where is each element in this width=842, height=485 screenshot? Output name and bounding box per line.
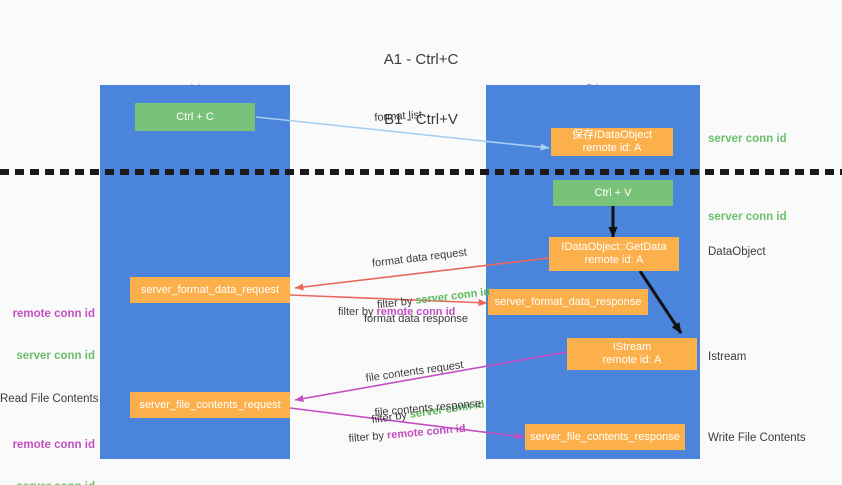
right-label-server-conn-id-mid: server conn id <box>708 211 787 223</box>
left-label-remote-conn-id-1: remote conn id <box>12 308 95 320</box>
right-label-data-object: DataObject <box>708 246 766 258</box>
edge-label-fdres-filter-value: remote conn id <box>376 306 456 318</box>
node-save-idataobject-line1: 保存IDataObject <box>571 129 653 141</box>
node-server-file-contents-request-label: server_file_contents_request <box>139 398 281 411</box>
node-ctrl-v-label: Ctrl + V <box>594 186 632 199</box>
edge-label-format-data-request-title: format data request <box>371 246 468 270</box>
left-label-conn-ids-file: remote conn id server conn id <box>0 410 95 485</box>
edge-label-file-contents-request-title: file contents request <box>365 359 465 385</box>
node-save-idataobject-line2: remote id: A <box>582 142 642 154</box>
left-label-remote-conn-id-2: remote conn id <box>12 439 95 451</box>
node-ctrl-c-label: Ctrl + C <box>176 110 214 123</box>
node-idataobject-getdata[interactable]: IDataObject::GetData remote id: A <box>549 237 679 271</box>
node-server-file-contents-response[interactable]: server_file_contents_response <box>525 424 685 450</box>
node-istream[interactable]: IStream remote id: A <box>567 338 697 370</box>
node-ctrl-v[interactable]: Ctrl + V <box>553 180 673 206</box>
left-label-server-conn-id-1: server conn id <box>16 350 95 362</box>
node-server-format-data-request-label: server_format_data_request <box>140 283 280 296</box>
node-server-file-contents-response-label: server_file_contents_response <box>530 430 680 443</box>
edge-label-fdres-filter-prefix: filter by <box>338 306 377 318</box>
left-label-read-file-contents: Read File Contents <box>0 393 99 405</box>
edge-label-format-list: format list <box>374 109 423 124</box>
node-istream-line2: remote id: A <box>602 354 662 366</box>
title-line-1: A1 - Ctrl+C <box>383 51 459 68</box>
edge-label-format-data-response: format data response <box>364 284 468 354</box>
node-server-format-data-response-label: server_format_data_response <box>494 295 642 308</box>
node-getdata-line2: remote id: A <box>584 254 644 266</box>
edge-label-fcres-filter-prefix: filter by <box>348 429 388 445</box>
left-label-conn-ids-format: remote conn id server conn id <box>0 279 95 391</box>
edge-label-format-data-response-filter: filter by remote conn id <box>338 305 455 319</box>
node-istream-line1: IStream <box>612 341 652 353</box>
right-label-write-file-contents: Write File Contents <box>708 432 806 444</box>
node-getdata-line1: IDataObject::GetData <box>561 241 667 253</box>
phase-separator-dashed-line <box>0 169 842 175</box>
node-server-file-contents-request[interactable]: server_file_contents_request <box>130 392 290 418</box>
right-label-istream: Istream <box>708 351 747 363</box>
right-label-server-conn-id-top: server conn id <box>708 133 787 145</box>
node-server-format-data-response[interactable]: server_format_data_response <box>488 289 648 315</box>
node-ctrl-c[interactable]: Ctrl + C <box>135 103 255 131</box>
left-label-server-conn-id-2: server conn id <box>0 480 95 485</box>
edge-label-format-data-response-title: format data response <box>364 313 468 325</box>
node-save-idataobject[interactable]: 保存IDataObject remote id: A <box>551 128 673 156</box>
node-server-format-data-request[interactable]: server_format_data_request <box>130 277 290 303</box>
